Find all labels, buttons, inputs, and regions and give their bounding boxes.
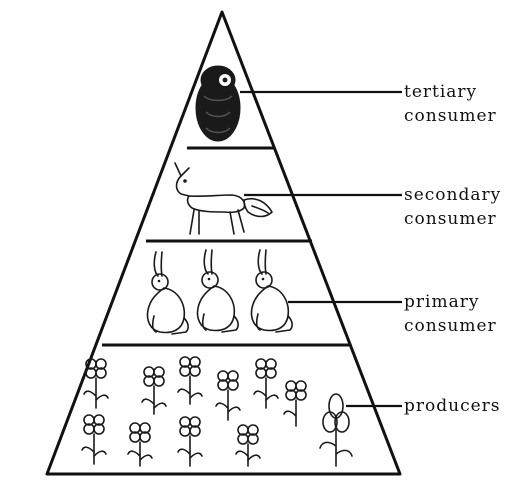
label-secondary: secondary consumer bbox=[404, 185, 508, 229]
flower-icon bbox=[83, 358, 109, 409]
flower-icon bbox=[283, 380, 307, 427]
label-secondary-line2: consumer bbox=[404, 209, 497, 229]
label-tertiary-line2: consumer bbox=[404, 106, 497, 126]
label-tertiary: tertiary consumer bbox=[404, 82, 497, 126]
label-producers-line1: producers bbox=[404, 396, 501, 416]
flower-icon bbox=[253, 358, 279, 409]
tier-primary bbox=[146, 249, 402, 335]
flower-icon bbox=[127, 422, 153, 467]
rabbit-icon bbox=[146, 251, 189, 335]
flower-icon bbox=[177, 356, 203, 405]
label-tertiary-line1: tertiary bbox=[404, 82, 477, 102]
label-secondary-line1: secondary bbox=[404, 185, 501, 205]
tier-secondary bbox=[174, 162, 402, 235]
fox-icon bbox=[174, 162, 273, 235]
rabbit-icon bbox=[196, 249, 239, 333]
flower-icon bbox=[235, 424, 261, 467]
pyramid-outline bbox=[45, 10, 402, 476]
tier-tertiary bbox=[195, 65, 402, 142]
bear-icon bbox=[195, 65, 241, 142]
flower-icon bbox=[141, 366, 167, 415]
flower-icon bbox=[215, 370, 241, 421]
label-primary-line1: primary bbox=[404, 292, 479, 312]
flower-icon bbox=[81, 414, 107, 465]
tier-producers bbox=[81, 356, 402, 467]
label-primary-line2: consumer bbox=[404, 316, 497, 336]
label-primary: primary consumer bbox=[404, 292, 497, 336]
label-producers: producers bbox=[404, 396, 501, 416]
flower-icon bbox=[177, 416, 203, 467]
rabbit-icon bbox=[250, 249, 293, 333]
flower-icon bbox=[319, 393, 353, 467]
